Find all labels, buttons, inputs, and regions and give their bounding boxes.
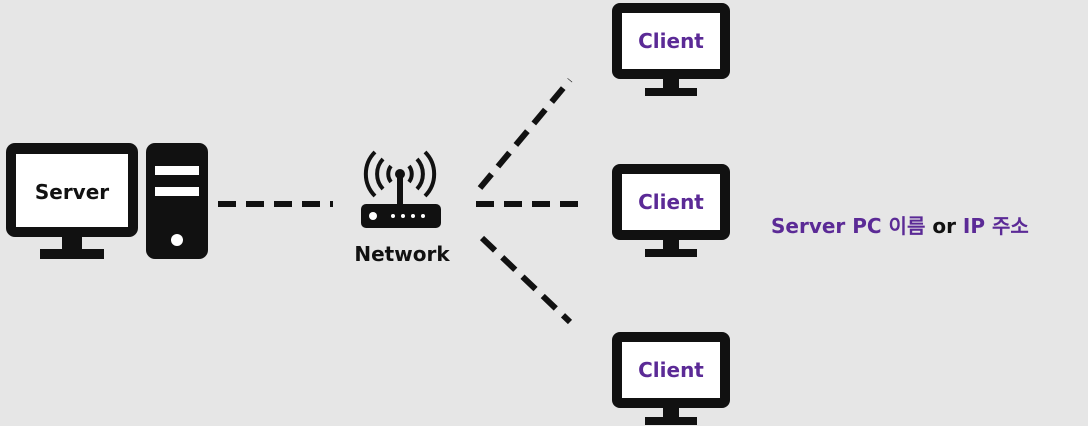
server-monitor-icon: [6, 143, 138, 259]
client-monitor-icon: [612, 3, 730, 96]
client-monitor-icon: [612, 332, 730, 425]
network-client-link-bottom: [479, 235, 573, 325]
client-label: Client: [638, 29, 704, 53]
network-label: Network: [354, 242, 450, 266]
note-ip-address: IP 주소: [962, 214, 1029, 238]
network-client-link-top: [477, 78, 573, 190]
connection-note: Server PC 이름 or IP 주소: [771, 214, 1029, 238]
client-label: Client: [638, 190, 704, 214]
note-server-pc-name: Server PC 이름: [771, 214, 926, 238]
server-tower-icon: [146, 143, 208, 259]
client-monitor-icon: [612, 164, 730, 257]
client-label: Client: [638, 358, 704, 382]
server-label: Server: [35, 180, 109, 204]
note-or: or: [925, 214, 963, 238]
router-icon: [361, 150, 441, 228]
